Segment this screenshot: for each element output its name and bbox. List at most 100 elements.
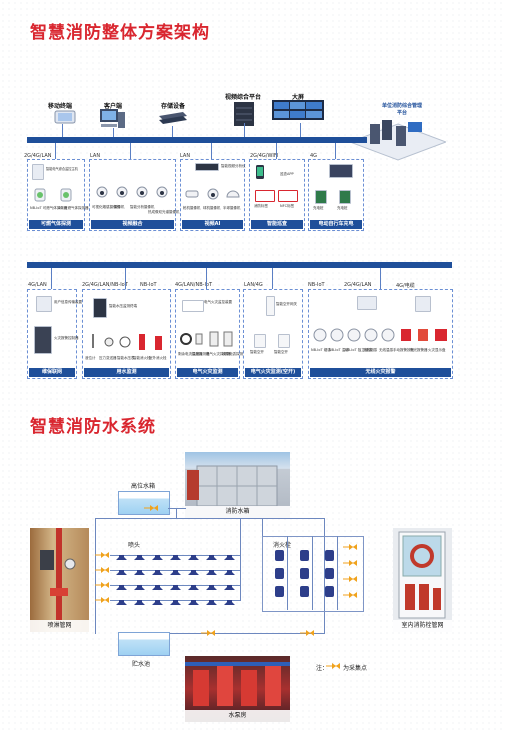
wireless-host — [357, 296, 377, 310]
hydrant-label: 消火栓 — [273, 542, 292, 549]
device-caption: 摄像机 — [114, 205, 125, 209]
smart-breaker-title[interactable]: 电气火灾监测(空开) — [245, 368, 301, 377]
device-caption: 室外消火栓 — [149, 356, 167, 360]
analyzer-device — [195, 163, 219, 171]
net-label: NB-IoT — [140, 282, 157, 288]
device-caption: 巡查APP — [280, 172, 294, 176]
alarm-controller — [34, 326, 52, 354]
device-caption: 充电桩 — [337, 206, 348, 210]
video-ai-title[interactable]: 视频AI — [182, 220, 243, 229]
net-label: 4G/LAN/NB-IoT — [175, 282, 213, 288]
water-sensor-icons — [92, 334, 162, 350]
device-caption: 智能水压监测终端 — [109, 304, 137, 308]
device-caption: 4G 可燃气体探测器 — [58, 206, 89, 210]
net-label: 2G/4G/LAN — [24, 153, 52, 159]
electric-fire-title[interactable]: 电气火灾监测 — [177, 368, 238, 377]
nfc-tag — [278, 190, 298, 202]
charger-device — [315, 190, 327, 204]
camera-icons — [96, 186, 168, 198]
transmission-device — [36, 296, 52, 312]
video-fusion-title[interactable]: 视频融合 — [91, 220, 174, 229]
device-caption: 无线温感 — [379, 348, 393, 352]
net-label: LAN — [180, 153, 191, 159]
device-caption: NFC标签 — [280, 204, 295, 208]
device-caption: 故障电弧探测器 — [222, 352, 247, 356]
phone-icon — [256, 165, 264, 179]
charger-device — [339, 190, 351, 204]
platform-icon — [350, 120, 446, 161]
valve-station-icon — [40, 528, 76, 620]
breaker-device — [254, 334, 266, 348]
electric-monitor-device — [182, 300, 204, 312]
breaker-gateway — [266, 296, 275, 316]
pump-room-caption: 水泵房 — [185, 710, 290, 722]
server-icon — [234, 102, 254, 126]
device-caption: 智能水压表 — [117, 356, 135, 360]
device-caption: NB-IoT 独立烟感 — [345, 348, 372, 352]
device-caption: 充电桩 — [313, 206, 324, 210]
unit-platform-label: 单位消防综合管理平台 — [382, 103, 423, 116]
device-caption: 可视化烟感摄像机 — [92, 205, 120, 209]
device-caption: 智能视频分析仪 — [221, 164, 246, 168]
fire-tank-photo: 消防水箱 — [185, 452, 290, 518]
device-caption: 枪机摄像机 — [183, 206, 201, 210]
backbone-bar-middle — [27, 262, 452, 268]
net-label: LAN — [90, 153, 101, 159]
device-caption: 声光报警器 — [410, 348, 428, 352]
water-system-title: 智慧消防水系统 — [30, 417, 156, 437]
fire-tag — [255, 190, 275, 202]
device-caption: 智能消火栓 — [133, 356, 151, 360]
computer-icon — [100, 109, 125, 128]
gas-detector-icon — [34, 188, 46, 202]
ebike-title[interactable]: 电动自行车充电 — [310, 220, 362, 229]
architecture-title: 智慧消防整体方案架构 — [30, 23, 210, 43]
high-tank — [118, 491, 170, 515]
sprinkler-label: 喷头 — [128, 542, 141, 549]
video-ai-panel: 智能视频分析仪 枪机摄像机 球机摄像机 半球摄像机 视频AI — [180, 159, 246, 231]
device-caption: 球机摄像机 — [203, 206, 221, 210]
device-caption: 压力变送器 — [99, 356, 117, 360]
big-screen-label: 大屏 — [292, 94, 305, 101]
water-monitor-panel: 智能水压监测终端 液位计 压力变送器 智能水压表 智能消火栓 室外消火栓 用水监… — [82, 289, 171, 379]
sprinkler-valve-caption: 喷淋管网 — [30, 620, 89, 632]
device-caption: NB-IoT 烟感 — [311, 348, 331, 352]
wireless-alarm-title[interactable]: 无线火灾报警 — [310, 368, 451, 377]
host-caption: 智能电气综合监控主机 — [46, 167, 78, 171]
device-caption: 消防标签 — [254, 204, 268, 208]
storage-icon — [159, 112, 187, 124]
hydrant-cabinet-icon — [398, 531, 446, 619]
mobile-label: 移动终端 — [48, 103, 73, 110]
maintenance-title[interactable]: 维保联网 — [29, 368, 75, 377]
legend-text: 为采集点 — [343, 665, 368, 672]
storage-label: 存储设备 — [161, 103, 186, 110]
device-caption: 半球摄像机 — [223, 206, 241, 210]
electric-fire-panel: 电气火灾监控装置 剩余电流探测器 温度探测器 电气火灾探测器 故障电弧探测器 电… — [175, 289, 247, 379]
high-tank-label: 高位水箱 — [131, 483, 156, 490]
water-monitor-title[interactable]: 用水监测 — [84, 368, 169, 377]
device-caption: 火灾显示盘 — [428, 348, 446, 352]
device-caption: 火灾报警控制器 — [54, 336, 79, 340]
camera-icons — [185, 188, 240, 200]
net-label: 2G/4G/LAN — [344, 282, 372, 288]
wireless-detector-icons — [313, 328, 447, 342]
gas-detector-icon — [60, 188, 72, 202]
video-platform-label: 视频综合平台 — [225, 94, 262, 101]
patrol-title[interactable]: 智能巡查 — [251, 220, 303, 229]
water-terminal — [93, 298, 107, 318]
gas-panel: 智能电气综合监控主机 NB-IoT 可燃气体探测器 4G 可燃气体探测器 可燃气… — [27, 159, 89, 231]
fire-tank-caption: 消防水箱 — [185, 506, 290, 518]
tablet-icon — [54, 110, 76, 124]
device-caption: 智能分析摄像机 — [130, 205, 155, 209]
pump-icon — [185, 662, 290, 706]
reservoir — [118, 632, 170, 656]
video-fusion-panel: 可视化烟感摄像机 摄像机 智能分析摄像机 热成像双光谱摄像机 视频融合 — [89, 159, 180, 231]
gas-panel-title[interactable]: 可燃气体探测 — [29, 220, 83, 229]
device-caption: 剩余电流探测器 — [178, 352, 203, 356]
indoor-hydrant-caption: 室内消防栓管网 — [393, 620, 452, 632]
reservoir-label: 贮水池 — [132, 661, 151, 668]
maintenance-panel: 用户信息传输装置 火灾报警控制器 维保联网 — [27, 289, 82, 379]
device-caption: 电气火灾探测器 — [206, 352, 231, 356]
video-wall-icon — [272, 100, 324, 120]
net-label: LAN/4G — [244, 282, 263, 288]
device-caption: 液位计 — [85, 356, 96, 360]
